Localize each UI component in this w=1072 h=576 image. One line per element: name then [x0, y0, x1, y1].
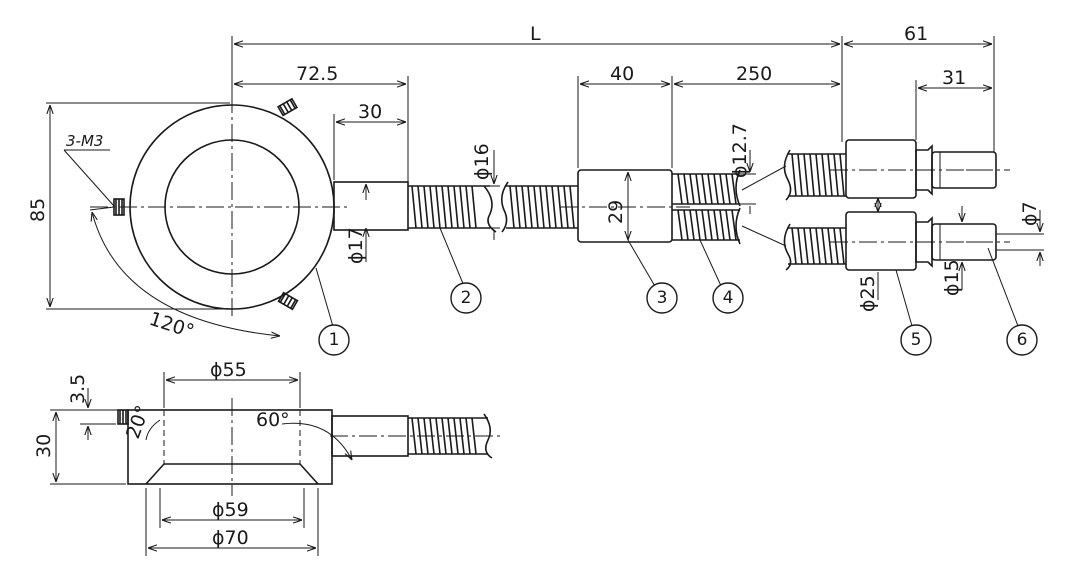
dimension-lines: [46, 36, 1044, 556]
svg-text:1: 1: [329, 330, 340, 350]
dimension-labels: L 61 72.5 40 250 31 30 ϕ16 ϕ12.7 85 3-M3…: [27, 23, 1041, 549]
dim-40: 40: [610, 63, 634, 85]
dim-phi15: ϕ15: [941, 259, 963, 296]
dim-phi55: ϕ55: [210, 359, 247, 381]
dim-85: 85: [27, 198, 49, 222]
balloon-leaders: [315, 227, 1019, 331]
dim-phi16: ϕ16: [471, 143, 493, 180]
dim-29: 29: [605, 200, 627, 224]
dim-31: 31: [942, 67, 966, 89]
ring-stem: [333, 181, 409, 231]
dim-30-side: 30: [33, 434, 55, 458]
balloon-3: 3: [646, 282, 678, 314]
dim-angle-20: 20°: [122, 403, 154, 442]
dim-30-top: 30: [358, 101, 382, 123]
dim-phi70: ϕ70: [212, 527, 249, 549]
balloon-2: 2: [450, 282, 482, 314]
dim-61: 61: [904, 23, 928, 45]
balloon-5: 5: [900, 324, 932, 356]
dim-phi12-7: ϕ12.7: [729, 123, 751, 178]
svg-text:3: 3: [657, 288, 668, 308]
dim-250: 250: [736, 63, 772, 85]
dim-3-m3: 3-M3: [66, 132, 103, 150]
svg-text:2: 2: [461, 288, 472, 308]
flexible-conduit-1: [408, 185, 497, 233]
balloon-4: 4: [712, 282, 744, 314]
dim-phi25: ϕ25: [857, 275, 879, 312]
split-conduits: [672, 165, 787, 247]
set-screw-bottom: [277, 291, 299, 311]
svg-text:6: 6: [1017, 330, 1028, 350]
balloon-1: 1: [318, 324, 350, 356]
dim-3-5: 3.5: [67, 374, 89, 404]
set-screw-left: [113, 198, 125, 216]
dim-phi7: ϕ7: [1019, 201, 1041, 226]
dim-72-5: 72.5: [296, 63, 338, 85]
set-screw-top: [276, 97, 299, 117]
upper-cable-connector: [783, 139, 1010, 201]
dim-angle-60: 60°: [256, 409, 290, 431]
dim-L: L: [530, 23, 541, 45]
balloon-6: 6: [1006, 324, 1038, 356]
ring-light-front-view: [90, 95, 350, 320]
dim-phi59: ϕ59: [212, 499, 249, 521]
dim-phi17: ϕ17: [345, 227, 367, 264]
dim-angle-120: 120°: [146, 308, 196, 343]
svg-text:4: 4: [723, 288, 734, 308]
svg-text:5: 5: [911, 330, 922, 350]
lower-cable-connector: [783, 211, 1010, 271]
ring-light-side-view: [117, 398, 500, 496]
